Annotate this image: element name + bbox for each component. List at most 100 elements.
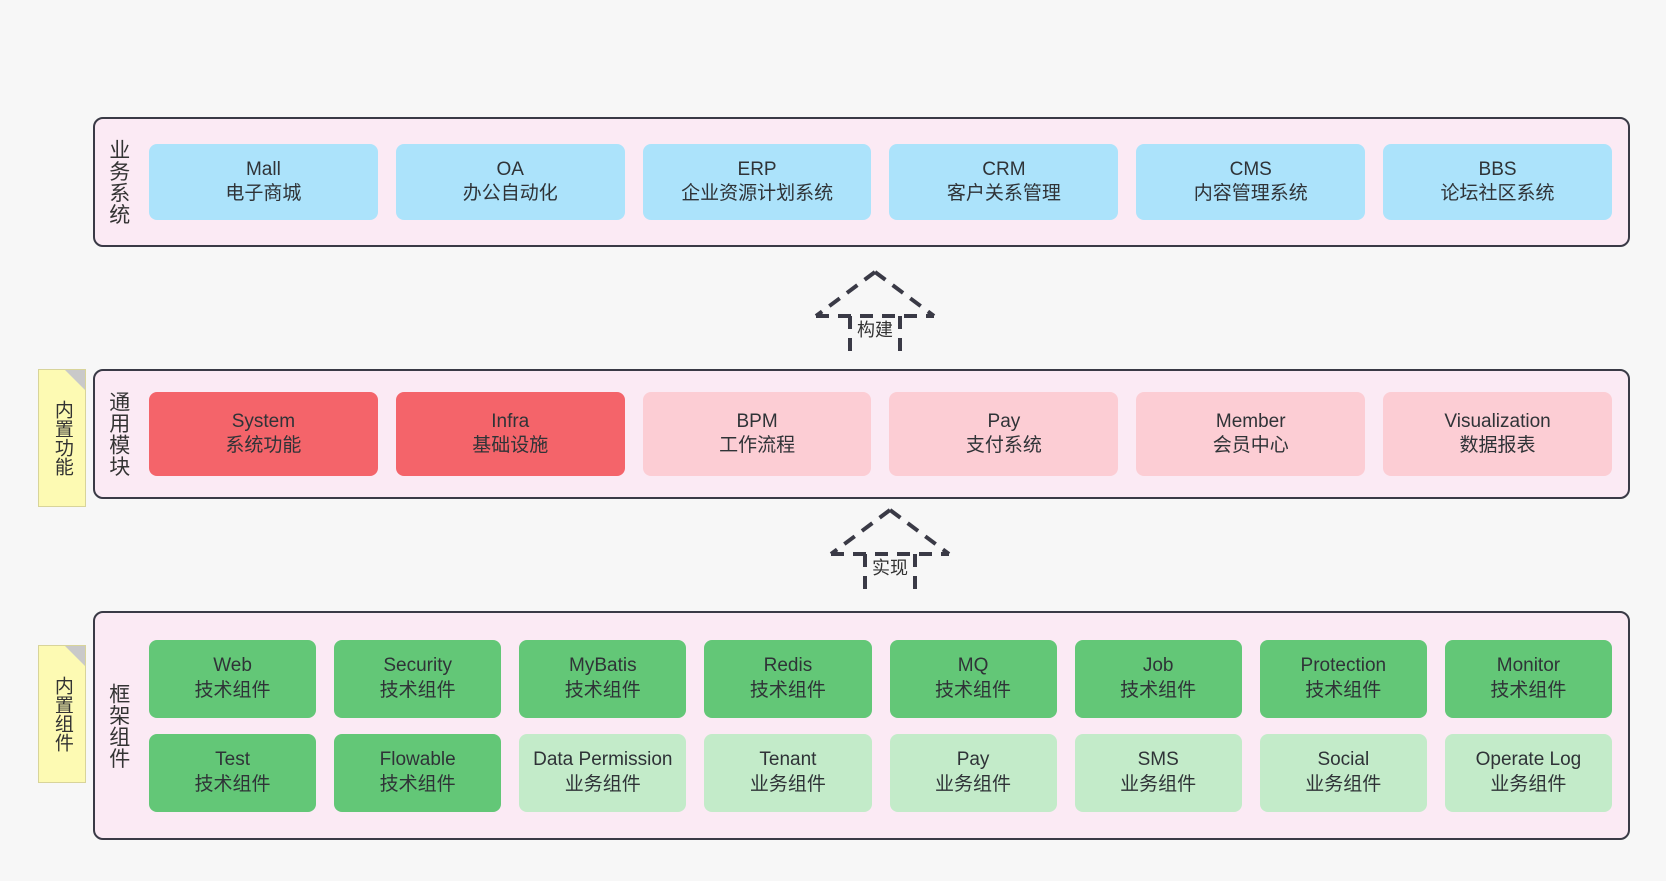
connector-build: 构建 <box>800 268 950 358</box>
card-title: OA <box>496 158 524 180</box>
layer-body-common-module: System 系统功能 Infra 基础设施 BPM 工作流程 Pay 支付系统… <box>141 371 1628 497</box>
card-subtitle: 系统功能 <box>225 435 302 456</box>
card-subtitle: 技术组件 <box>1305 679 1382 701</box>
card-title: Test <box>215 749 250 771</box>
card-title: Social <box>1317 749 1370 771</box>
note-builtin-component: 内置组件 <box>38 645 86 783</box>
card-subtitle: 工作流程 <box>719 435 796 456</box>
card-title: Security <box>383 655 452 677</box>
card-row: Test 技术组件 Flowable 技术组件 Data Permission … <box>149 733 1612 812</box>
card-title: Monitor <box>1496 655 1561 677</box>
card-bbs[interactable]: BBS 论坛社区系统 <box>1383 144 1612 220</box>
card-title: Flowable <box>379 749 456 771</box>
card-title: Data Permission <box>533 749 673 771</box>
card-visualization[interactable]: Visualization 数据报表 <box>1383 392 1612 476</box>
card-subtitle: 电子商城 <box>225 183 302 204</box>
card-security[interactable]: Security 技术组件 <box>334 639 502 718</box>
card-redis[interactable]: Redis 技术组件 <box>704 639 872 718</box>
card-title: MyBatis <box>569 655 637 677</box>
card-subtitle: 技术组件 <box>194 679 271 701</box>
card-row: Web 技术组件 Security 技术组件 MyBatis 技术组件 Redi… <box>149 639 1612 718</box>
card-protection[interactable]: Protection 技术组件 <box>1259 639 1427 718</box>
card-row: System 系统功能 Infra 基础设施 BPM 工作流程 Pay 支付系统… <box>149 392 1612 476</box>
card-mybatis[interactable]: MyBatis 技术组件 <box>519 639 687 718</box>
card-subtitle: 业务组件 <box>564 773 641 795</box>
note-fold-corner-icon <box>65 370 85 390</box>
layer-title-framework-component: 框架组件 <box>106 682 130 769</box>
card-title: Mall <box>245 158 281 180</box>
card-title: MQ <box>957 655 989 677</box>
layer-framework-component: 框架组件 Web 技术组件 Security 技术组件 MyBatis 技术组件… <box>93 611 1630 840</box>
card-pay[interactable]: Pay 支付系统 <box>889 392 1119 476</box>
card-mall[interactable]: Mall 电子商城 <box>149 144 378 220</box>
card-title: Pay <box>956 749 990 771</box>
card-test[interactable]: Test 技术组件 <box>149 733 317 812</box>
card-cms[interactable]: CMS 内容管理系统 <box>1136 144 1366 220</box>
card-title: Pay <box>987 410 1021 432</box>
card-pay-business[interactable]: Pay 业务组件 <box>889 733 1057 812</box>
card-subtitle: 数据报表 <box>1459 435 1536 456</box>
card-subtitle: 会员中心 <box>1212 435 1289 456</box>
card-system[interactable]: System 系统功能 <box>149 392 378 476</box>
card-title: Web <box>213 655 252 677</box>
card-flowable[interactable]: Flowable 技术组件 <box>334 733 502 812</box>
card-row: Mall 电子商城 OA 办公自动化 ERP 企业资源计划系统 CRM 客户关系… <box>149 144 1612 220</box>
card-subtitle: 业务组件 <box>935 773 1012 795</box>
card-subtitle: 技术组件 <box>1490 679 1567 701</box>
note-fold-corner-icon <box>65 646 85 666</box>
card-subtitle: 业务组件 <box>1305 773 1382 795</box>
card-title: SMS <box>1137 749 1179 771</box>
card-subtitle: 基础设施 <box>472 435 549 456</box>
card-subtitle: 支付系统 <box>965 435 1042 456</box>
card-subtitle: 办公自动化 <box>462 183 558 204</box>
note-label: 内置组件 <box>51 676 73 752</box>
card-title: CMS <box>1229 158 1272 180</box>
layer-body-framework-component: Web 技术组件 Security 技术组件 MyBatis 技术组件 Redi… <box>141 613 1628 838</box>
card-subtitle: 技术组件 <box>379 679 456 701</box>
note-label: 内置功能 <box>51 400 73 476</box>
card-title: Infra <box>491 410 530 432</box>
connector-build-label: 构建 <box>857 320 893 340</box>
card-member[interactable]: Member 会员中心 <box>1136 392 1366 476</box>
card-title: BPM <box>736 410 778 432</box>
card-title: Tenant <box>759 749 817 771</box>
card-subtitle: 技术组件 <box>749 679 826 701</box>
connector-implement: 实现 <box>815 506 965 596</box>
card-mq[interactable]: MQ 技术组件 <box>889 639 1057 718</box>
card-monitor[interactable]: Monitor 技术组件 <box>1444 639 1612 718</box>
card-tenant[interactable]: Tenant 业务组件 <box>704 733 872 812</box>
card-data-permission[interactable]: Data Permission 业务组件 <box>519 733 687 812</box>
card-social[interactable]: Social 业务组件 <box>1259 733 1427 812</box>
card-title: BBS <box>1478 158 1517 180</box>
layer-title-business-system: 业务系统 <box>106 139 130 225</box>
card-subtitle: 业务组件 <box>749 773 826 795</box>
card-subtitle: 技术组件 <box>379 773 456 795</box>
card-subtitle: 业务组件 <box>1120 773 1197 795</box>
card-web[interactable]: Web 技术组件 <box>149 639 317 718</box>
card-erp[interactable]: ERP 企业资源计划系统 <box>642 144 872 220</box>
card-subtitle: 论坛社区系统 <box>1440 183 1555 204</box>
card-infra[interactable]: Infra 基础设施 <box>395 392 625 476</box>
card-subtitle: 技术组件 <box>1120 679 1197 701</box>
card-sms[interactable]: SMS 业务组件 <box>1074 733 1242 812</box>
card-oa[interactable]: OA 办公自动化 <box>395 144 625 220</box>
card-operate-log[interactable]: Operate Log 业务组件 <box>1444 733 1612 812</box>
card-title: Operate Log <box>1475 749 1582 771</box>
card-subtitle: 技术组件 <box>194 773 271 795</box>
connector-implement-label: 实现 <box>872 558 908 578</box>
card-title: Protection <box>1300 655 1387 677</box>
card-title: ERP <box>737 158 777 180</box>
layer-business-system: 业务系统 Mall 电子商城 OA 办公自动化 ERP 企业资源计划系统 CRM… <box>93 117 1630 247</box>
card-crm[interactable]: CRM 客户关系管理 <box>889 144 1119 220</box>
card-title: CRM <box>982 158 1026 180</box>
note-builtin-function: 内置功能 <box>38 369 86 507</box>
card-job[interactable]: Job 技术组件 <box>1074 639 1242 718</box>
card-subtitle: 客户关系管理 <box>946 183 1061 204</box>
card-title: Member <box>1215 410 1286 432</box>
card-bpm[interactable]: BPM 工作流程 <box>642 392 872 476</box>
card-title: System <box>231 410 296 432</box>
layer-common-module: 通用模块 System 系统功能 Infra 基础设施 BPM 工作流程 Pay… <box>93 369 1630 499</box>
card-title: Job <box>1142 655 1174 677</box>
layer-body-business-system: Mall 电子商城 OA 办公自动化 ERP 企业资源计划系统 CRM 客户关系… <box>141 119 1628 245</box>
